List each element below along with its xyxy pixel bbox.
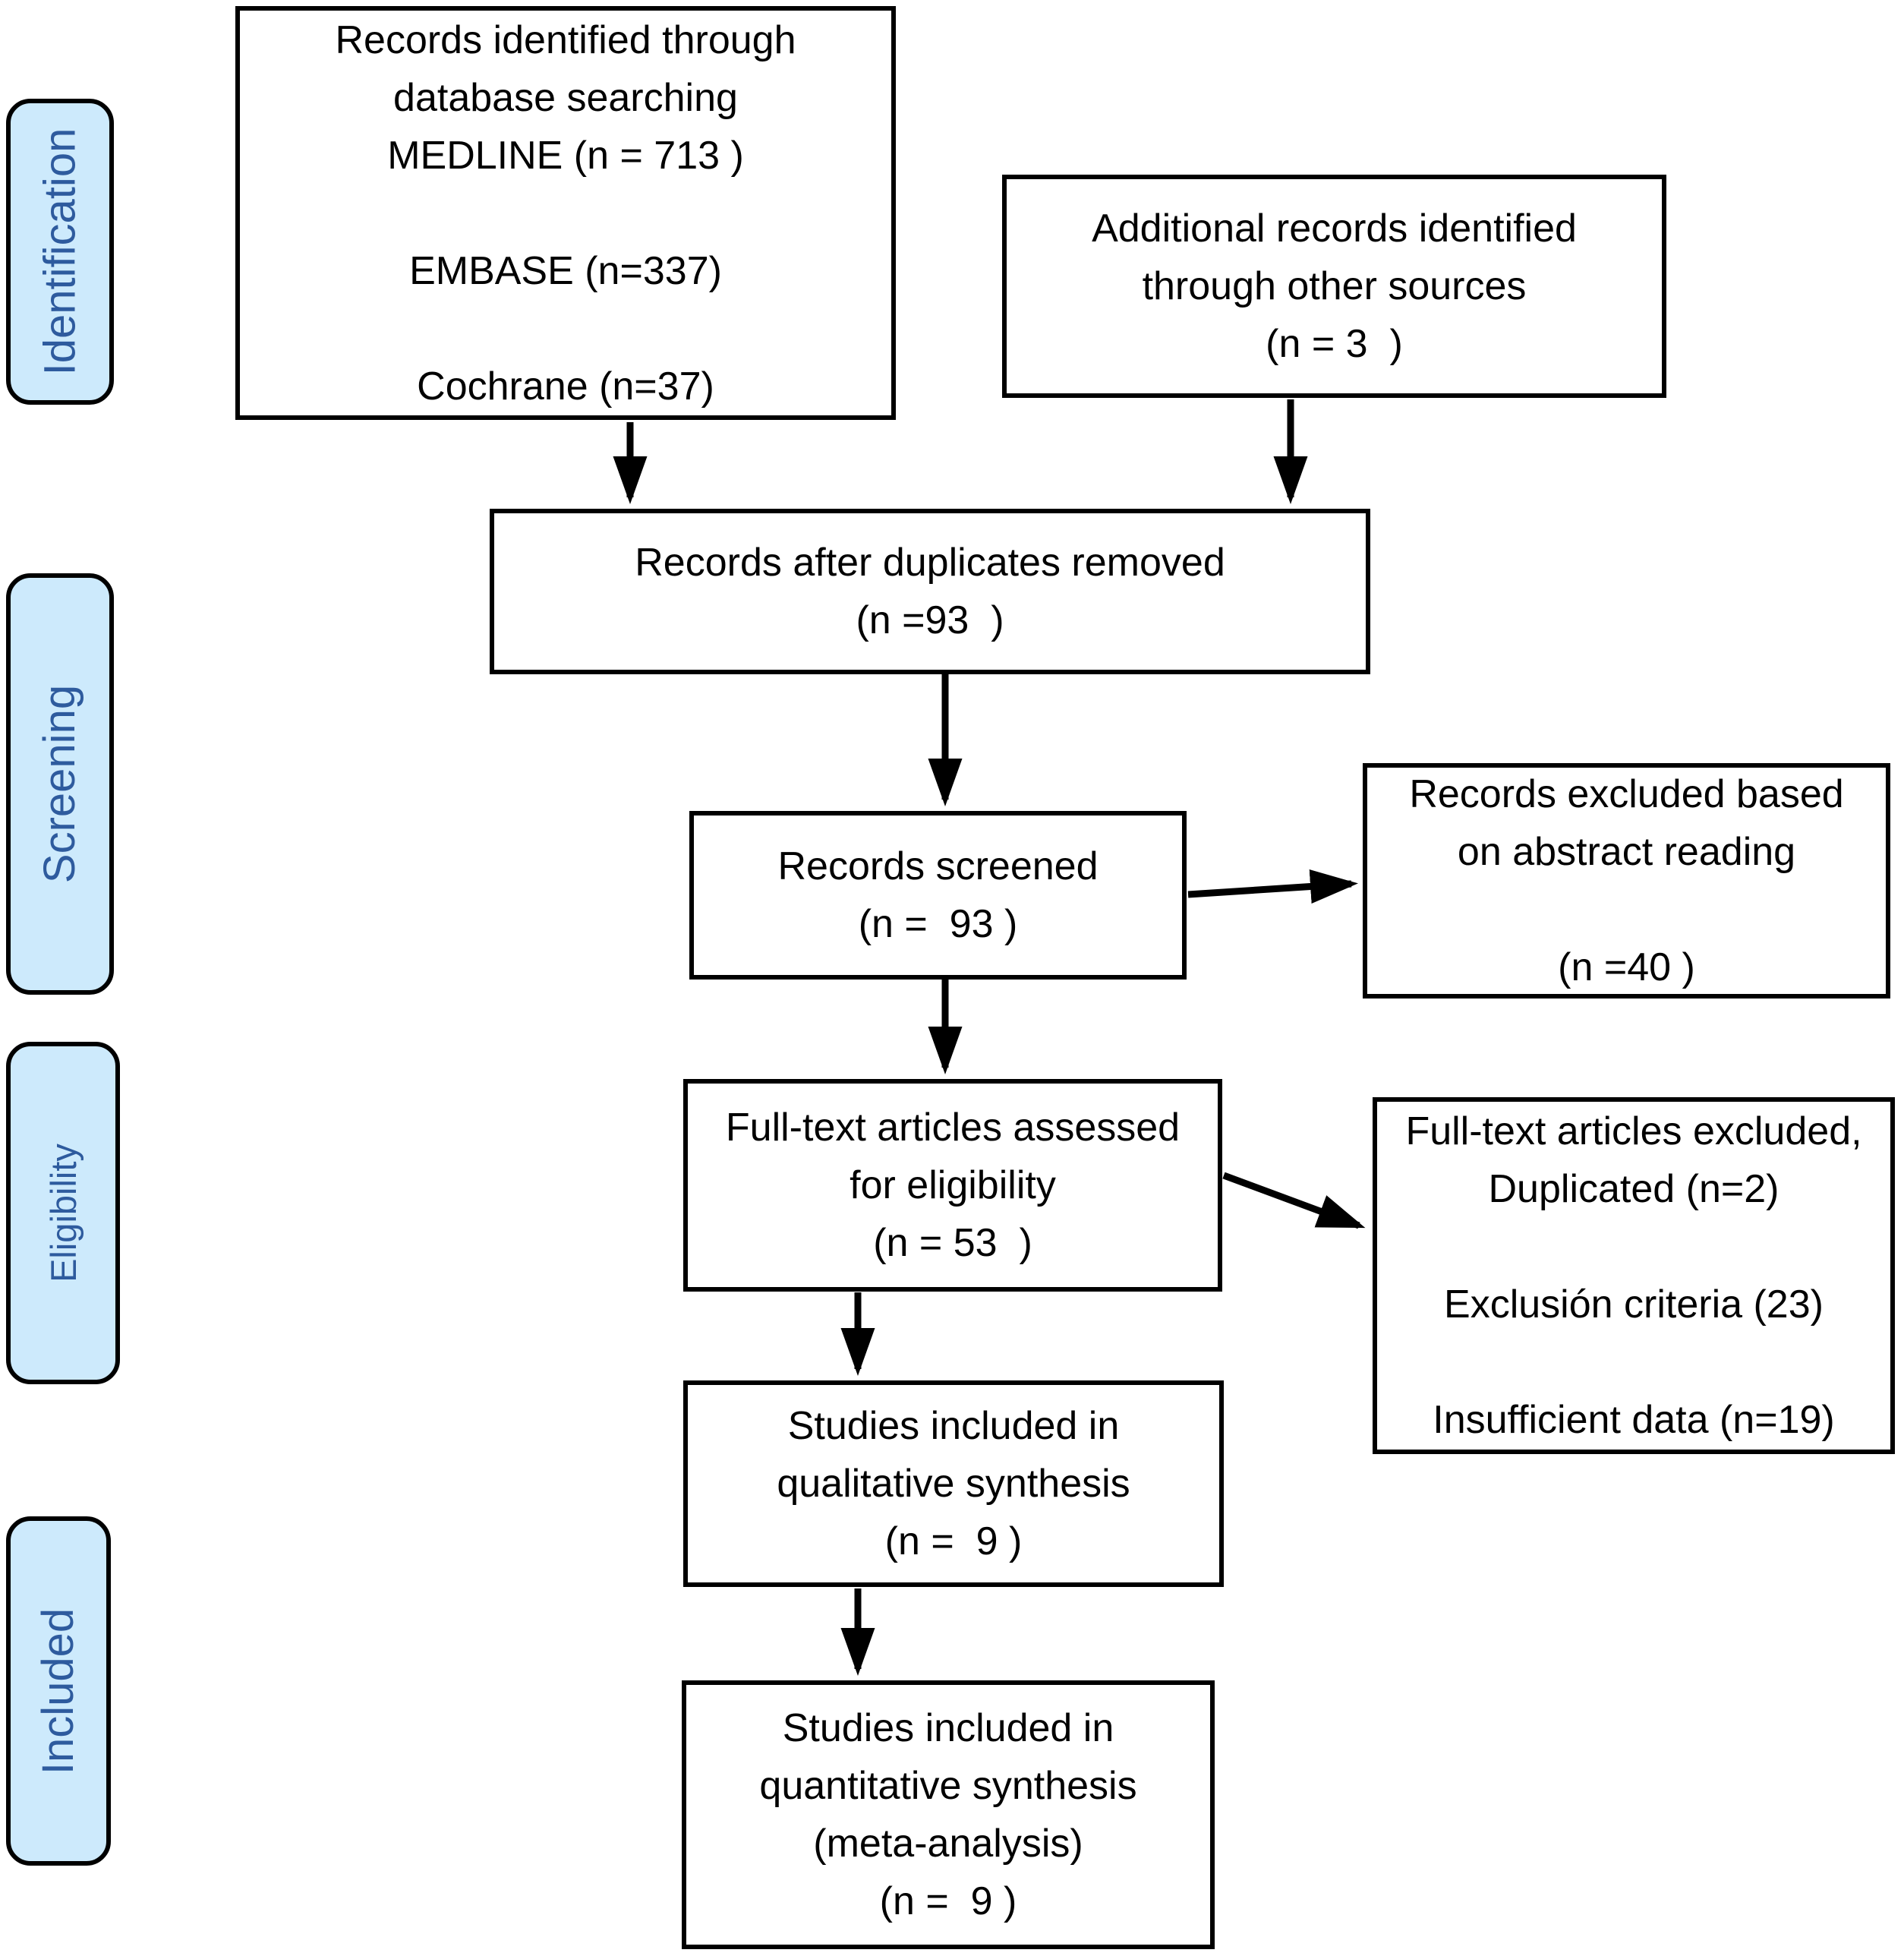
text-line: Studies included in: [782, 1706, 1114, 1750]
text-line: Studies included in: [787, 1404, 1120, 1448]
text-line: Records excluded based: [1409, 772, 1844, 816]
arrow-fulltext-to-excluded: [1222, 1172, 1366, 1229]
text-line: qualitative synthesis: [777, 1462, 1130, 1506]
box-quantitative-synthesis: Studies included in quantitative synthes…: [682, 1680, 1215, 1949]
box-qualitative-synthesis: Studies included in qualitative synthesi…: [683, 1380, 1224, 1587]
text-line: quantitative synthesis: [759, 1764, 1137, 1808]
text-line: Duplicated (n=2): [1488, 1167, 1779, 1211]
box-records-identified: Records identified through database sear…: [235, 6, 896, 420]
stage-label-included: Included: [6, 1516, 111, 1866]
text-line: Additional records identified: [1092, 207, 1577, 251]
text-line: Full-text articles excluded,: [1405, 1109, 1862, 1153]
box-records-screened: Records screened (n = 93 ): [689, 811, 1187, 980]
stage-label-included-text: Included: [33, 1607, 84, 1775]
text-line: EMBASE (n=337): [409, 248, 722, 293]
stage-label-identification: Identification: [6, 99, 114, 405]
text-line: Records identified through: [335, 17, 796, 62]
text-line: Records screened: [777, 844, 1099, 888]
stage-label-eligibility-text: Eligibility: [43, 1144, 84, 1282]
box-additional-records: Additional records identified through ot…: [1002, 175, 1666, 398]
text-line: (meta-analysis): [813, 1822, 1083, 1866]
text-line: for eligibility: [850, 1163, 1056, 1207]
text-line: (n = 9 ): [879, 1879, 1017, 1923]
stage-label-screening-text: Screening: [35, 684, 85, 884]
text-line: Records after duplicates removed: [635, 541, 1225, 585]
box-excluded-abstract: Records excluded based on abstract readi…: [1363, 763, 1890, 999]
box-duplicates-removed: Records after duplicates removed (n =93 …: [490, 509, 1370, 674]
box-fulltext-assessed: Full-text articles assessed for eligibil…: [683, 1079, 1222, 1292]
text-line: Full-text articles assessed: [725, 1106, 1181, 1150]
text-line: (n = 9 ): [884, 1519, 1023, 1563]
text-line: (n =40 ): [1558, 945, 1695, 989]
stage-label-eligibility: Eligibility: [6, 1042, 120, 1384]
stage-label-screening: Screening: [6, 573, 114, 995]
text-line: Exclusión criteria (23): [1444, 1282, 1824, 1327]
arrow-screened-to-excluded: [1187, 869, 1358, 904]
box-fulltext-excluded: Full-text articles excluded, Duplicated …: [1373, 1097, 1895, 1454]
text-line: MEDLINE (n = 713 ): [387, 133, 744, 178]
text-line: (n = 53 ): [873, 1221, 1032, 1265]
text-line: database searching: [393, 75, 738, 120]
text-line: Cochrane (n=37): [417, 364, 714, 409]
text-line: (n =93 ): [856, 598, 1004, 642]
text-line: through other sources: [1142, 264, 1527, 308]
text-line: (n = 3 ): [1266, 322, 1403, 366]
text-line: Insufficient data (n=19): [1433, 1398, 1835, 1442]
stage-label-identification-text: Identification: [35, 128, 85, 376]
text-line: on abstract reading: [1457, 830, 1796, 874]
text-line: (n = 93 ): [858, 902, 1018, 946]
